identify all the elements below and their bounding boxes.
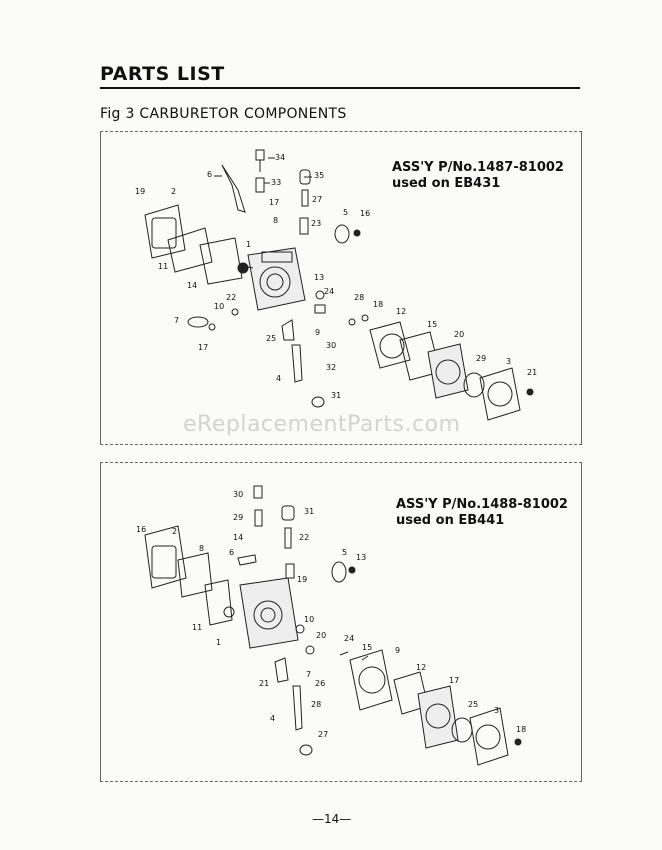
part-label: 18 — [373, 300, 383, 309]
part-label: 31 — [331, 391, 341, 400]
figure-2-part-labels: 30 31 29 16 2 14 22 8 6 5 13 19 11 1 10 … — [136, 490, 526, 739]
part-label: 30 — [233, 490, 243, 499]
figure-2-assembly-note: ASS'Y P/No.1488-81002 used on EB441 — [396, 497, 568, 529]
part-label: 15 — [427, 320, 437, 329]
part-label: 18 — [516, 725, 526, 734]
part-label: 2 — [171, 187, 176, 196]
part-label: 22 — [226, 293, 236, 302]
part-label: 13 — [314, 273, 324, 282]
title-rule — [100, 87, 580, 89]
figure-1-part-number: ASS'Y P/No.1487-81002 — [392, 160, 564, 175]
part-label: 10 — [304, 615, 314, 624]
part-2-plate — [144, 525, 187, 589]
part-label: 1 — [246, 240, 251, 249]
part-label: 10 — [214, 302, 224, 311]
part-label: 35 — [314, 171, 324, 180]
part-label: 17 — [449, 676, 459, 685]
part-2-plate — [144, 204, 186, 259]
part-3-cover — [469, 707, 509, 766]
figure-1-part-labels: 34 6 33 35 19 2 17 27 8 23 5 16 1 11 14 … — [135, 153, 537, 400]
part-label: 9 — [395, 646, 400, 655]
part-label: 25 — [266, 334, 276, 343]
figure-2-part-number: ASS'Y P/No.1488-81002 — [396, 497, 568, 512]
part-label: 6 — [229, 548, 234, 557]
part-label: 7 — [306, 670, 311, 679]
part-label: 27 — [318, 730, 328, 739]
figure-1-frame — [100, 131, 582, 445]
part-label: 8 — [199, 544, 204, 553]
part-label: 13 — [356, 553, 366, 562]
part-label: 14 — [187, 281, 197, 290]
part-label: 25 — [468, 700, 478, 709]
part-label: 26 — [315, 679, 325, 688]
figure-2-frame — [100, 462, 582, 782]
part-label: 22 — [299, 533, 309, 542]
part-label: 16 — [136, 525, 146, 534]
part-label: 7 — [174, 316, 179, 325]
part-label: 24 — [324, 287, 334, 296]
part-3-cover — [479, 367, 521, 421]
part-label: 19 — [135, 187, 145, 196]
part-label: 29 — [476, 354, 486, 363]
part-label: 29 — [233, 513, 243, 522]
part-label: 3 — [506, 357, 511, 366]
part-label: 28 — [354, 293, 364, 302]
carburetor-body-2 — [239, 577, 299, 649]
part-label: 28 — [311, 700, 321, 709]
part-11-gasket — [167, 227, 213, 273]
part-label: 12 — [396, 307, 406, 316]
part-12-gasket — [369, 321, 411, 369]
part-label: 5 — [342, 548, 347, 557]
part-label: 21 — [259, 679, 269, 688]
watermark: eReplacementParts.com — [183, 412, 461, 437]
part-17-cover — [417, 685, 459, 749]
label: 34 — [275, 153, 285, 162]
part-label: 6 — [207, 170, 212, 179]
part-label: 8 — [273, 216, 278, 225]
part-label: 12 — [416, 663, 426, 672]
figure-1-assembly-note: ASS'Y P/No.1487-81002 used on EB431 — [392, 160, 564, 192]
part-label: 15 — [362, 643, 372, 652]
part-label: 30 — [326, 341, 336, 350]
part-label: 5 — [343, 208, 348, 217]
part-label: 4 — [270, 714, 275, 723]
carburetor-body-1 — [247, 247, 306, 311]
part-label: 21 — [527, 368, 537, 377]
figure-caption: Fig 3 CARBURETOR COMPONENTS — [100, 106, 347, 122]
part-label: 3 — [494, 706, 499, 715]
part-label: 16 — [360, 209, 370, 218]
part-label: 27 — [312, 195, 322, 204]
part-label: 14 — [233, 533, 243, 542]
part-label: 19 — [297, 575, 307, 584]
part-label: 20 — [454, 330, 464, 339]
part-9-gasket — [349, 649, 393, 711]
page-title: PARTS LIST — [100, 63, 225, 85]
figure-2-model: used on EB441 — [396, 513, 505, 528]
part-label: 1 — [216, 638, 221, 647]
part-label: 2 — [172, 527, 177, 536]
figure-1-model: used on EB431 — [392, 176, 501, 191]
part-label: 20 — [316, 631, 326, 640]
part-14-plate — [199, 237, 243, 285]
part-8-gasket — [177, 552, 213, 598]
part-label: 9 — [315, 328, 320, 337]
part-label: 23 — [311, 219, 321, 228]
part-20-cover — [427, 343, 469, 399]
part-label: 17 — [198, 343, 208, 352]
page-number: —14— — [312, 812, 352, 826]
part-label: 17 — [269, 198, 279, 207]
part-label: 24 — [344, 634, 354, 643]
part-label: 11 — [158, 262, 168, 271]
part-label: 31 — [304, 507, 314, 516]
part-label: 11 — [192, 623, 202, 632]
part-label: 33 — [271, 178, 281, 187]
part-label: 32 — [326, 363, 336, 372]
part-label: 4 — [276, 374, 281, 383]
